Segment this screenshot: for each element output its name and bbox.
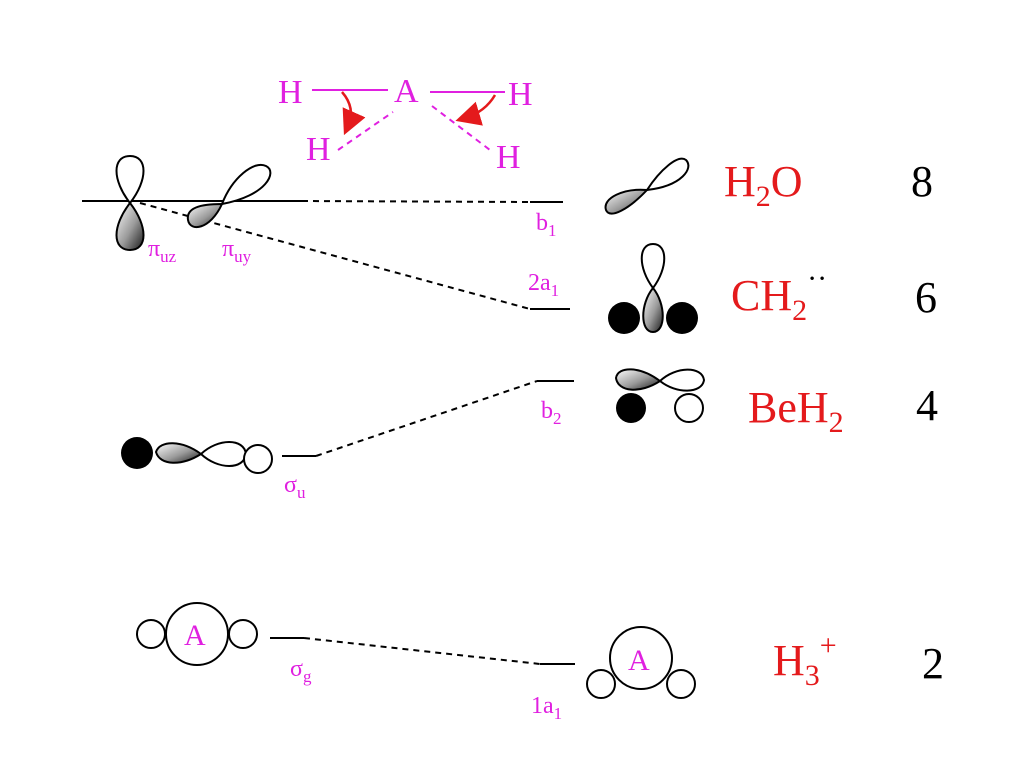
- correlation-pi-b1: [301, 200, 531, 203]
- correlation-sigmag-1a1: [303, 637, 541, 665]
- label-b2: b2: [541, 398, 562, 428]
- orbital-b2: [614, 368, 706, 423]
- orbital-pi-uz: [115, 154, 145, 252]
- bend-arrow-right: [455, 94, 497, 126]
- bent-h-right: H: [496, 139, 521, 176]
- electron-count-beh2: 4: [916, 381, 938, 430]
- label-1a1: 1a1: [531, 693, 562, 723]
- label-sigma-g: σg: [290, 656, 312, 686]
- linear-h-right: H: [508, 76, 533, 113]
- electron-count-ch2: 6: [915, 273, 937, 322]
- correlation-sigmau-b2: [315, 380, 538, 457]
- orbital-pi-uy: [186, 163, 272, 229]
- orbital-b1: [604, 157, 690, 215]
- label-b1: b1: [536, 210, 557, 240]
- molecule-h3plus: H3+: [773, 629, 837, 692]
- label-pi-uy: πuy: [222, 236, 252, 266]
- label-2a1: 2a1: [528, 270, 559, 300]
- molecule-h2o: H2O: [724, 157, 803, 213]
- bent-h-left: H: [306, 131, 331, 168]
- label-pi-uz: πuz: [148, 236, 177, 266]
- bend-arrow-left: [341, 91, 366, 136]
- electron-count-h3plus: 2: [922, 639, 944, 688]
- orbital-sigma-g: [136, 602, 258, 666]
- bent-bond-right: [431, 105, 491, 151]
- bent-bond-left: [337, 111, 394, 151]
- orbital-sigma-u: [121, 437, 273, 474]
- label-1a1-atom: A: [628, 644, 650, 677]
- orbital-1a1: [586, 626, 696, 699]
- electron-count-h2o: 8: [911, 157, 933, 206]
- geometry-sketch: H A H H H: [278, 73, 533, 176]
- label-sigma-u: σu: [284, 472, 306, 502]
- molecule-ch2: CH2··: [731, 262, 827, 327]
- molecule-beh2: BeH2: [748, 383, 844, 439]
- orbital-2a1: [608, 242, 698, 334]
- label-sigma-g-atom: A: [184, 619, 206, 652]
- linear-h-left: H: [278, 74, 303, 111]
- central-atom-a: A: [394, 73, 419, 110]
